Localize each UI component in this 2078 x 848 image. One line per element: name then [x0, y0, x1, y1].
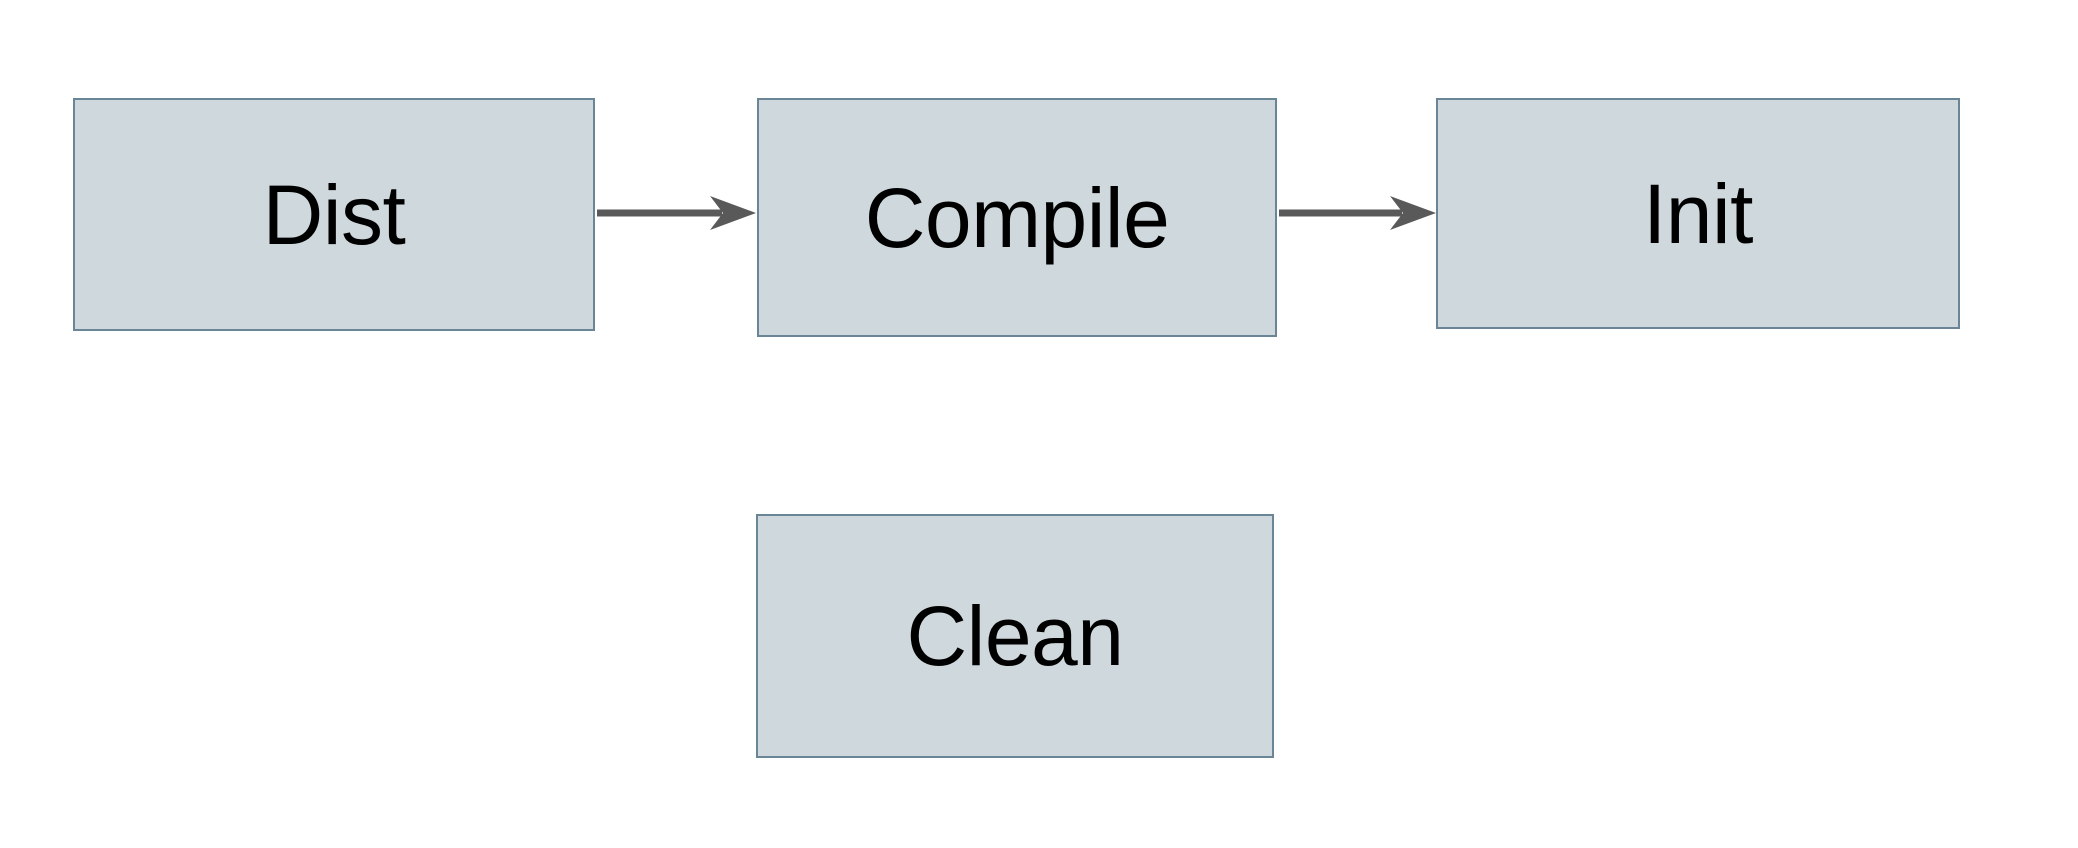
diagram-node-dist[interactable]: Dist [73, 98, 595, 331]
edge-dist-to-compile [597, 196, 756, 230]
diagram-node-label: Clean [906, 589, 1124, 683]
diagram-node-label: Dist [262, 167, 406, 262]
arrowhead-icon [710, 196, 756, 230]
diagram-node-label: Compile [864, 170, 1170, 265]
diagram-node-label: Init [1642, 166, 1754, 261]
edge-compile-to-init [1279, 196, 1436, 230]
arrowhead-icon [1390, 196, 1436, 230]
diagram-node-compile[interactable]: Compile [757, 98, 1277, 337]
diagram-node-clean[interactable]: Clean [756, 514, 1274, 758]
diagram-node-init[interactable]: Init [1436, 98, 1960, 329]
